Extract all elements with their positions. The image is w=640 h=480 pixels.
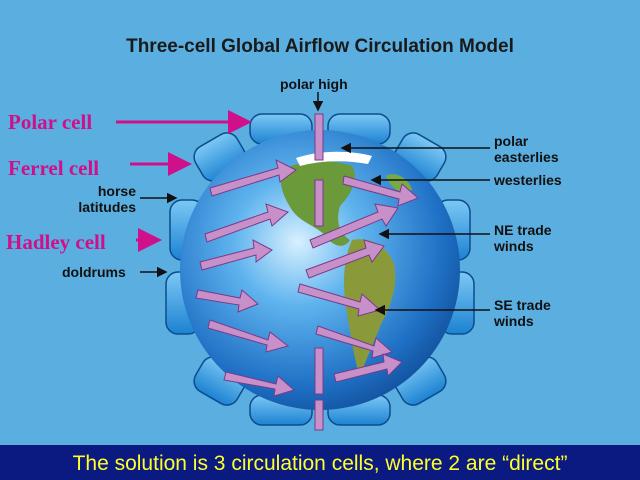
ne-trade-winds-label: NE trade winds — [494, 222, 552, 254]
wind-arrow — [342, 175, 419, 207]
wind-arrow — [209, 159, 297, 197]
wind-arrow — [314, 347, 324, 395]
polar-easterlies-line1: polar — [494, 133, 529, 149]
polar-cell-label: Polar cell — [8, 110, 93, 134]
wind-arrows — [195, 113, 419, 431]
wind-arrow — [314, 179, 324, 227]
polar-high-label: polar high — [280, 76, 348, 92]
horse-latitudes-line2: latitudes — [78, 199, 136, 215]
wind-arrow — [204, 203, 289, 243]
cell-pointer-arrows — [116, 110, 252, 252]
ne-trade-line2: winds — [494, 238, 534, 254]
diagram-title: Three-cell Global Airflow Circulation Mo… — [126, 36, 514, 57]
wind-arrow — [297, 283, 382, 317]
se-trade-line1: SE trade — [494, 297, 551, 313]
ferrel-cell-label: Ferrel cell — [8, 156, 100, 180]
doldrums-label: doldrums — [62, 264, 126, 280]
se-trade-line2: winds — [494, 313, 534, 329]
ne-trade-line1: NE trade — [494, 222, 552, 238]
wind-arrow — [315, 325, 394, 359]
wind-arrow — [314, 113, 324, 161]
wind-pointer-arrows — [140, 92, 490, 316]
wind-arrow — [223, 371, 296, 397]
caption-bar — [0, 445, 640, 480]
horse-latitudes-line1: horse — [97, 183, 136, 199]
polar-easterlies-line2: easterlies — [494, 149, 559, 165]
wind-arrow — [305, 239, 385, 279]
polar-easterlies-label: polar easterlies — [494, 133, 559, 165]
wind-arrow — [199, 239, 273, 271]
hadley-cell-label: Hadley cell — [6, 230, 106, 254]
wind-arrow — [309, 203, 399, 249]
wind-arrow — [314, 399, 324, 431]
wind-arrow — [195, 289, 259, 313]
wind-arrow — [333, 353, 403, 383]
caption-text: The solution is 3 circulation cells, whe… — [72, 452, 568, 475]
horse-latitudes-label: horse latitudes — [70, 183, 136, 215]
se-trade-winds-label: SE trade winds — [494, 297, 551, 329]
westerlies-label: westerlies — [494, 172, 562, 188]
wind-arrow — [207, 319, 290, 353]
circulation-diagram — [116, 92, 490, 431]
